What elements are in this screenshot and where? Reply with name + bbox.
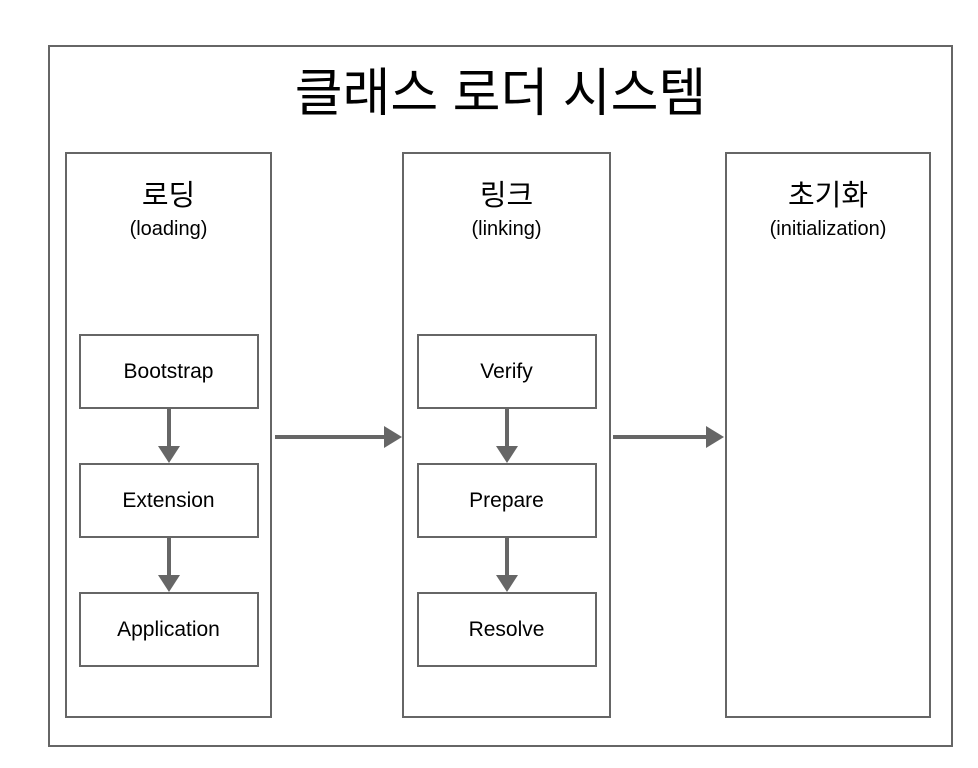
arrow-down-icon bbox=[495, 538, 518, 592]
step-box-application: Application bbox=[78, 592, 259, 667]
arrow-head bbox=[495, 446, 518, 463]
arrow-stem bbox=[275, 435, 384, 439]
phase-subtitle-initialization-en: (initialization) bbox=[769, 218, 887, 240]
arrow-down-icon bbox=[495, 409, 518, 463]
step-box-resolve: Resolve bbox=[416, 592, 597, 667]
arrow-stem bbox=[166, 538, 171, 575]
arrow-stem bbox=[613, 435, 706, 439]
phase-title-loading-ko: 로딩 bbox=[141, 180, 196, 212]
phase-title-initialization-ko: 초기화 bbox=[787, 180, 869, 212]
arrow-right-icon bbox=[275, 426, 402, 448]
step-box-extension: Extension bbox=[78, 463, 259, 538]
arrow-stem bbox=[504, 409, 509, 446]
arrow-head bbox=[384, 426, 402, 448]
phase-subtitle-linking-en: (linking) bbox=[471, 218, 542, 240]
step-box-verify: Verify bbox=[416, 334, 597, 409]
step-box-prepare: Prepare bbox=[416, 463, 597, 538]
arrow-stem bbox=[166, 409, 171, 446]
diagram-frame: 클래스 로더 시스템 로딩 (loading) Bootstrap Extens… bbox=[48, 45, 953, 747]
arrow-head bbox=[157, 446, 180, 463]
arrow-head bbox=[495, 575, 518, 592]
step-box-bootstrap: Bootstrap bbox=[78, 334, 259, 409]
arrow-head bbox=[706, 426, 724, 448]
arrow-down-icon bbox=[157, 538, 180, 592]
phase-column-linking: 링크 (linking) Verify Prepare Resolve bbox=[402, 152, 611, 718]
arrow-head bbox=[157, 575, 180, 592]
arrow-down-icon bbox=[157, 409, 180, 463]
phase-title-linking-ko: 링크 bbox=[479, 180, 534, 212]
phase-column-loading: 로딩 (loading) Bootstrap Extension Applica… bbox=[65, 152, 272, 718]
phase-column-initialization: 초기화 (initialization) bbox=[725, 152, 931, 718]
arrow-stem bbox=[504, 538, 509, 575]
phase-subtitle-loading-en: (loading) bbox=[129, 218, 208, 240]
diagram-title: 클래스 로더 시스템 bbox=[294, 65, 707, 123]
arrow-right-icon bbox=[613, 426, 724, 448]
